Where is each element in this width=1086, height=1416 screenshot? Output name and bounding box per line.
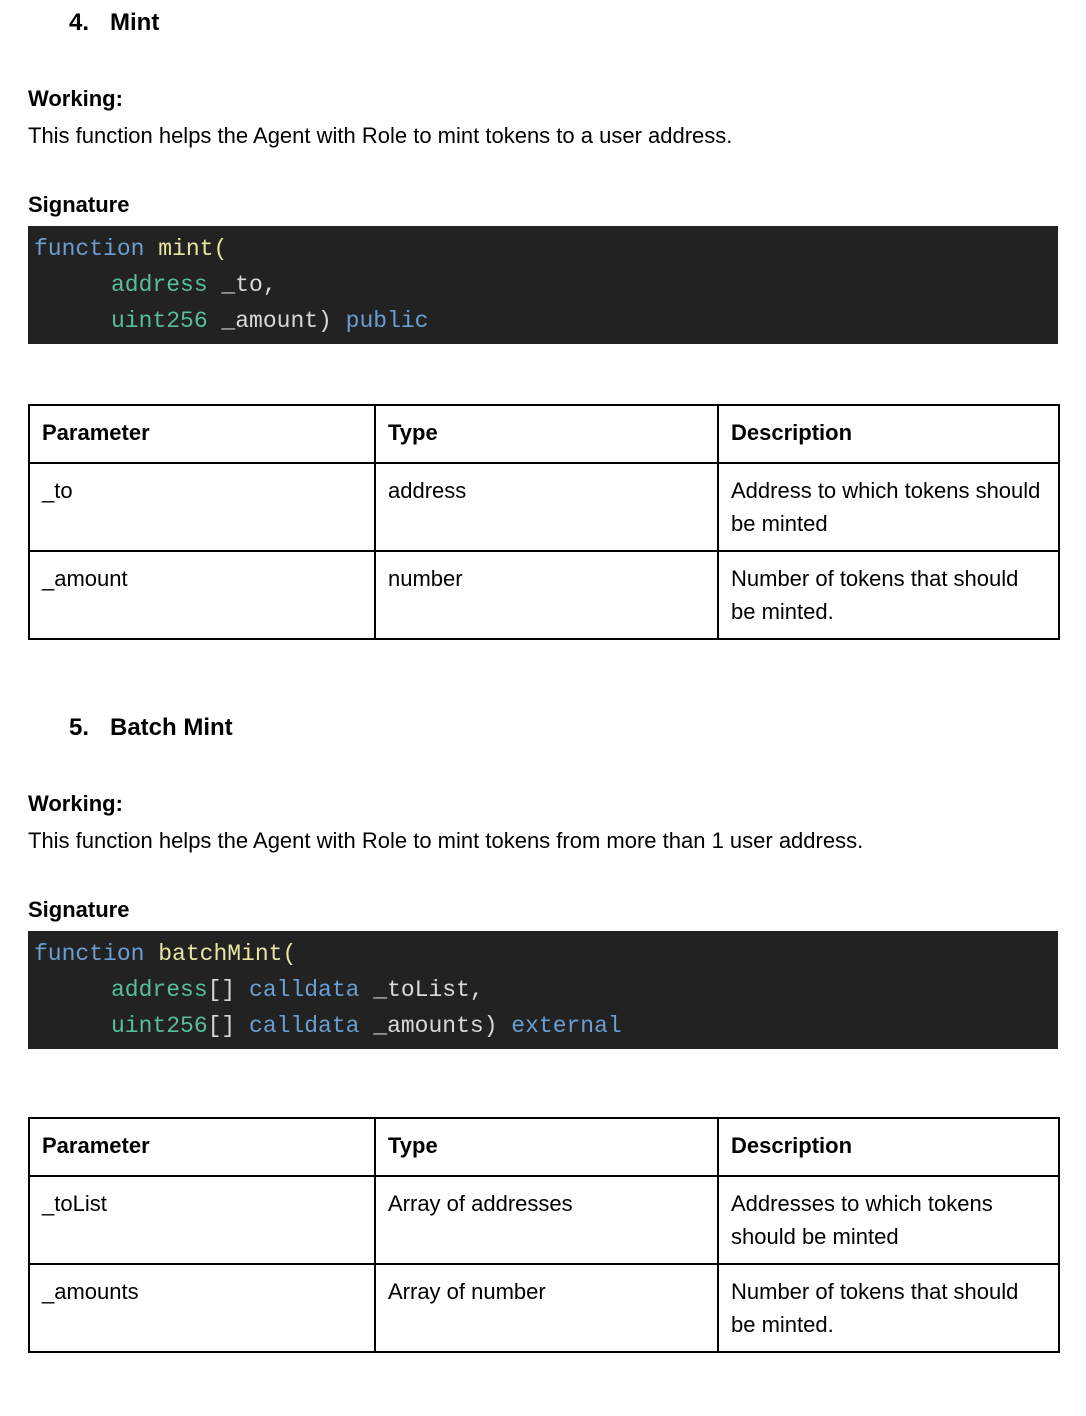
section-title: Batch Mint bbox=[110, 714, 233, 741]
working-label: Working: bbox=[28, 791, 123, 816]
col-header-description: Description bbox=[717, 404, 1060, 464]
param-name-cell: _amount bbox=[28, 550, 376, 640]
table-row: _amount number Number of tokens that sho… bbox=[28, 550, 1060, 640]
code-line: address _to, bbox=[34, 267, 1052, 303]
code-token-plain: _amounts) bbox=[359, 1013, 512, 1039]
code-token-keyword: external bbox=[511, 1013, 622, 1039]
param-type-cell: Array of addresses bbox=[374, 1175, 719, 1265]
param-type-cell: Array of number bbox=[374, 1263, 719, 1353]
param-description-cell: Address to which tokens should be minted bbox=[717, 462, 1060, 552]
code-block-batch-mint: function batchMint(address[] calldata _t… bbox=[28, 931, 1058, 1049]
param-type-cell: address bbox=[374, 462, 719, 552]
code-line: function mint( bbox=[34, 231, 1052, 267]
code-token-plain: _toList, bbox=[359, 977, 484, 1003]
section-heading: 4. Mint bbox=[28, 8, 1058, 38]
code-token-keyword: public bbox=[345, 308, 429, 334]
col-header-type: Type bbox=[374, 404, 719, 464]
code-token-func: mint( bbox=[158, 236, 228, 262]
code-token-type: address bbox=[111, 272, 208, 298]
param-name-cell: _toList bbox=[28, 1175, 376, 1265]
col-header-description: Description bbox=[717, 1117, 1060, 1177]
signature-label: Signature bbox=[28, 192, 130, 217]
param-type-cell: number bbox=[374, 550, 719, 640]
code-token-keyword: function bbox=[34, 236, 159, 262]
table-row: _to address Address to which tokens shou… bbox=[28, 462, 1060, 552]
param-name-cell: _amounts bbox=[28, 1263, 376, 1353]
parameter-table-batch-mint: Parameter Type Description _toList Array… bbox=[28, 1117, 1060, 1353]
working-text: This function helps the Agent with Role … bbox=[28, 123, 733, 148]
param-description-cell: Number of tokens that should be minted. bbox=[717, 1263, 1060, 1353]
table-header-row: Parameter Type Description bbox=[28, 1117, 1060, 1177]
table-row: _toList Array of addresses Addresses to … bbox=[28, 1175, 1060, 1265]
section-number: 5. bbox=[69, 714, 90, 741]
section-heading: 5. Batch Mint bbox=[28, 713, 1058, 743]
table-header-row: Parameter Type Description bbox=[28, 404, 1060, 464]
code-line: address[] calldata _toList, bbox=[34, 972, 1052, 1008]
code-token-type: uint256 bbox=[111, 308, 208, 334]
code-line: uint256[] calldata _amounts) external bbox=[34, 1008, 1052, 1044]
param-description-cell: Addresses to which tokens should be mint… bbox=[717, 1175, 1060, 1265]
code-token-plain: _amount) bbox=[207, 308, 346, 334]
code-line: uint256 _amount) public bbox=[34, 303, 1052, 339]
code-line: function batchMint( bbox=[34, 936, 1052, 972]
parameter-table-mint: Parameter Type Description _to address A… bbox=[28, 404, 1060, 640]
working-text: This function helps the Agent with Role … bbox=[28, 828, 864, 853]
code-token-keyword: calldata bbox=[249, 977, 360, 1003]
section-batch-mint: 5. Batch Mint Working: This function help… bbox=[28, 713, 1060, 1353]
signature-label: Signature bbox=[28, 897, 130, 922]
section-title: Mint bbox=[110, 9, 160, 36]
code-token-func: batchMint( bbox=[158, 941, 297, 967]
table-row: _amounts Array of number Number of token… bbox=[28, 1263, 1060, 1353]
section-mint: 4. Mint Working: This function helps the … bbox=[28, 8, 1060, 640]
col-header-parameter: Parameter bbox=[28, 1117, 376, 1177]
code-token-keyword: function bbox=[34, 941, 159, 967]
code-token-keyword: calldata bbox=[249, 1013, 360, 1039]
col-header-parameter: Parameter bbox=[28, 404, 376, 464]
working-label: Working: bbox=[28, 86, 123, 111]
code-token-type: uint256 bbox=[111, 1013, 208, 1039]
param-description-cell: Number of tokens that should be minted. bbox=[717, 550, 1060, 640]
code-token-plain: [] bbox=[207, 977, 250, 1003]
document-page: 4. Mint Working: This function helps the … bbox=[0, 8, 1086, 1353]
code-token-type: address bbox=[111, 977, 208, 1003]
col-header-type: Type bbox=[374, 1117, 719, 1177]
param-name-cell: _to bbox=[28, 462, 376, 552]
code-block-mint: function mint(address _to,uint256 _amoun… bbox=[28, 226, 1058, 344]
code-token-plain: _to, bbox=[207, 272, 277, 298]
section-number: 4. bbox=[69, 9, 90, 36]
code-token-plain: [] bbox=[207, 1013, 250, 1039]
